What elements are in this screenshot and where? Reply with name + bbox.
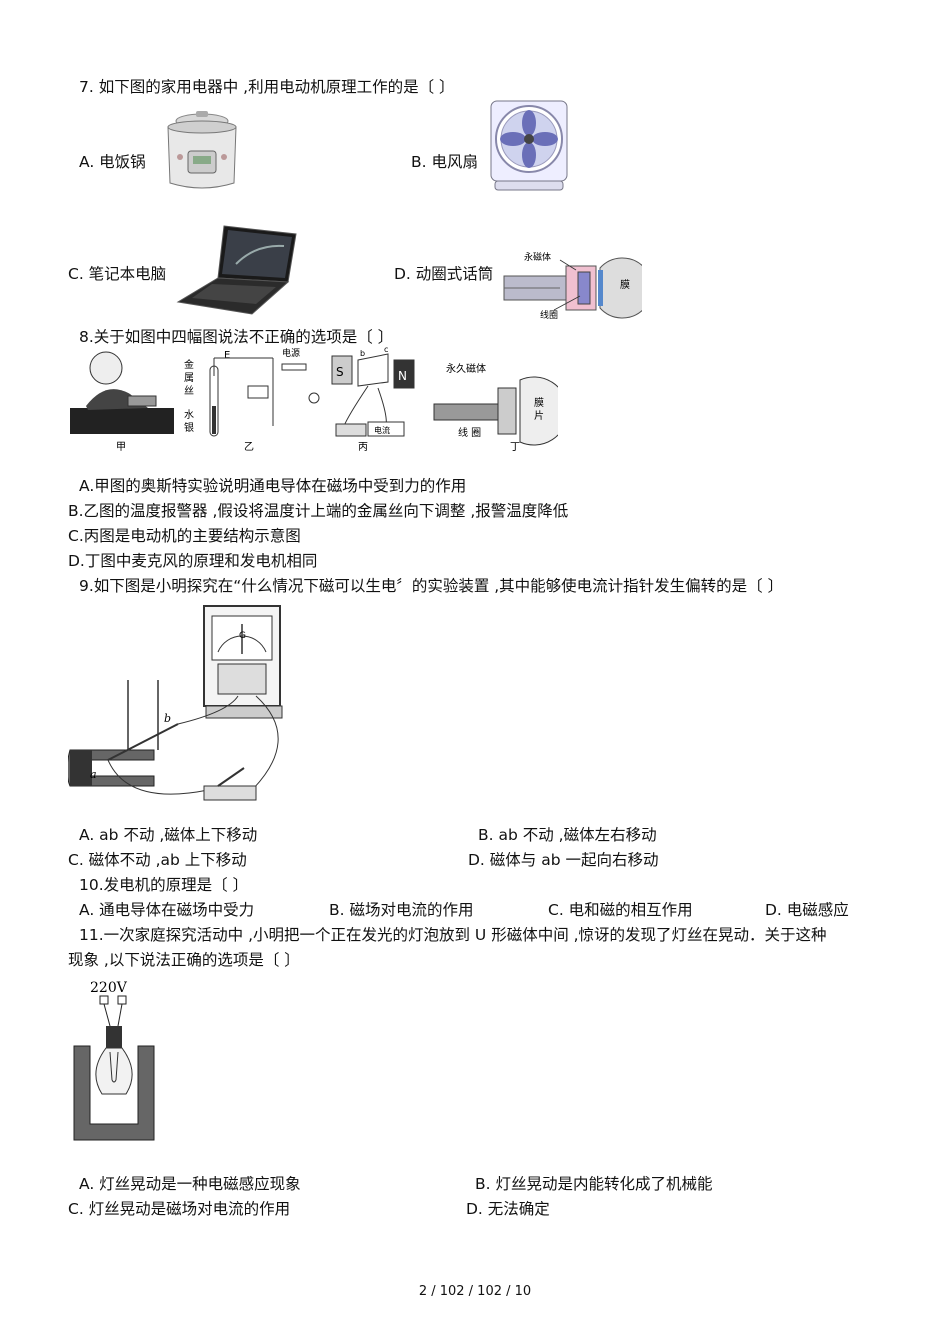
mic-membrane-label: 膜 [620, 279, 630, 291]
q11-option-b: B. 灯丝晃动是内能转化成了机械能 [475, 1175, 713, 1193]
q11-option-a: A. 灯丝晃动是一种电磁感应现象 [79, 1175, 301, 1193]
q8-option-c: C.丙图是电动机的主要结构示意图 [68, 527, 301, 545]
q8-stem: 8.关于如图中四幅图说法不正确的选项是〔 〕 [79, 328, 394, 346]
fig-jia-label: 甲 [116, 442, 126, 453]
pole-s-label: S [336, 365, 344, 379]
q7-option-c: C. 笔记本电脑 [68, 265, 167, 283]
mic-magnet-label: 永磁体 [524, 251, 551, 263]
meter-label: 电流 [374, 425, 390, 435]
q9-stem: 9.如下图是小明探究在“什么情况下磁可以生电〞的实验装置 ,其中能够使电流计指针… [79, 577, 784, 595]
battery-e-label: E [224, 350, 230, 361]
wire-b-label: b [164, 712, 171, 725]
q8-option-a: A.甲图的奥斯特实验说明通电导体在磁场中受到力的作用 [79, 477, 467, 495]
q11-option-c: C. 灯丝晃动是磁场对电流的作用 [68, 1200, 291, 1218]
q10-stem: 10.发电机的原理是〔 〕 [79, 876, 249, 894]
fig-ding-label: 丁 [510, 442, 520, 453]
q9-option-a: A. ab 不动 ,磁体上下移动 [79, 826, 258, 844]
mercury-char-1: 水 [184, 409, 194, 421]
membrane-char-1: 膜 [534, 397, 544, 409]
metal-wire-char-3: 丝 [184, 385, 194, 397]
rice-cooker-image [158, 107, 246, 195]
coil-b-label: b [360, 349, 365, 358]
q10-option-b: B. 磁场对电流的作用 [329, 901, 474, 919]
laptop-image [176, 224, 298, 316]
galvanometer-g-label: G [239, 631, 246, 641]
electric-fan-image [485, 97, 573, 193]
voltage-label: 220V [90, 980, 128, 996]
power-label: 电源 [282, 347, 300, 359]
page-number: 2 / 102 / 102 / 10 [418, 1284, 532, 1299]
q10-option-d: D. 电磁感应 [765, 901, 849, 919]
q11-stem-line1: 11.一次家庭探究活动中 ,小明把一个正在发光的灯泡放到 U 形磁体中间 ,惊讶… [79, 926, 827, 944]
q11-option-d: D. 无法确定 [466, 1200, 550, 1218]
q7-option-b: B. 电风扇 [411, 153, 478, 171]
pole-n-label: N [398, 369, 407, 383]
q7-stem: 7. 如下图的家用电器中 ,利用电动机原理工作的是〔 〕 [79, 78, 455, 96]
q9-option-d: D. 磁体与 ab 一起向右移动 [468, 851, 659, 869]
metal-wire-char-1: 金 [184, 358, 194, 371]
induction-experiment-image: G b a [68, 600, 304, 806]
q7-option-a: A. 电饭锅 [79, 153, 146, 171]
q8-option-d: D.丁图中麦克风的原理和发电机相同 [68, 552, 318, 570]
coil-c-label: c [384, 346, 388, 354]
fig-bing-label: 丙 [358, 442, 368, 453]
q7-option-d: D. 动圈式话筒 [394, 265, 494, 283]
fig-yi-label: 乙 [244, 441, 254, 453]
q10-option-a: A. 通电导体在磁场中受力 [79, 901, 255, 919]
membrane-char-2: 片 [534, 409, 544, 422]
bulb-in-magnet-image: 220V [72, 976, 162, 1144]
coil-label: 线 圈 [458, 426, 481, 439]
q9-option-c: C. 磁体不动 ,ab 上下移动 [68, 851, 247, 869]
metal-wire-char-2: 属 [184, 372, 194, 384]
q8-four-figures: 甲 金 属 丝 水 银 E 电源 乙 S N b c 电流 丙 永久磁体 [68, 346, 558, 456]
dynamic-microphone-image: 永磁体 膜 线圈 [500, 246, 642, 320]
wire-a-label: a [90, 768, 97, 781]
q11-stem-line2: 现象 ,以下说法正确的选项是〔 〕 [68, 951, 300, 969]
q9-option-b: B. ab 不动 ,磁体左右移动 [478, 826, 657, 844]
q8-option-b: B.乙图的温度报警器 ,假设将温度计上端的金属丝向下调整 ,报警温度降低 [68, 502, 569, 520]
perm-magnet-label: 永久磁体 [446, 362, 486, 375]
mic-coil-label: 线圈 [540, 309, 558, 320]
mercury-char-2: 银 [184, 421, 194, 434]
q10-option-c: C. 电和磁的相互作用 [548, 901, 693, 919]
